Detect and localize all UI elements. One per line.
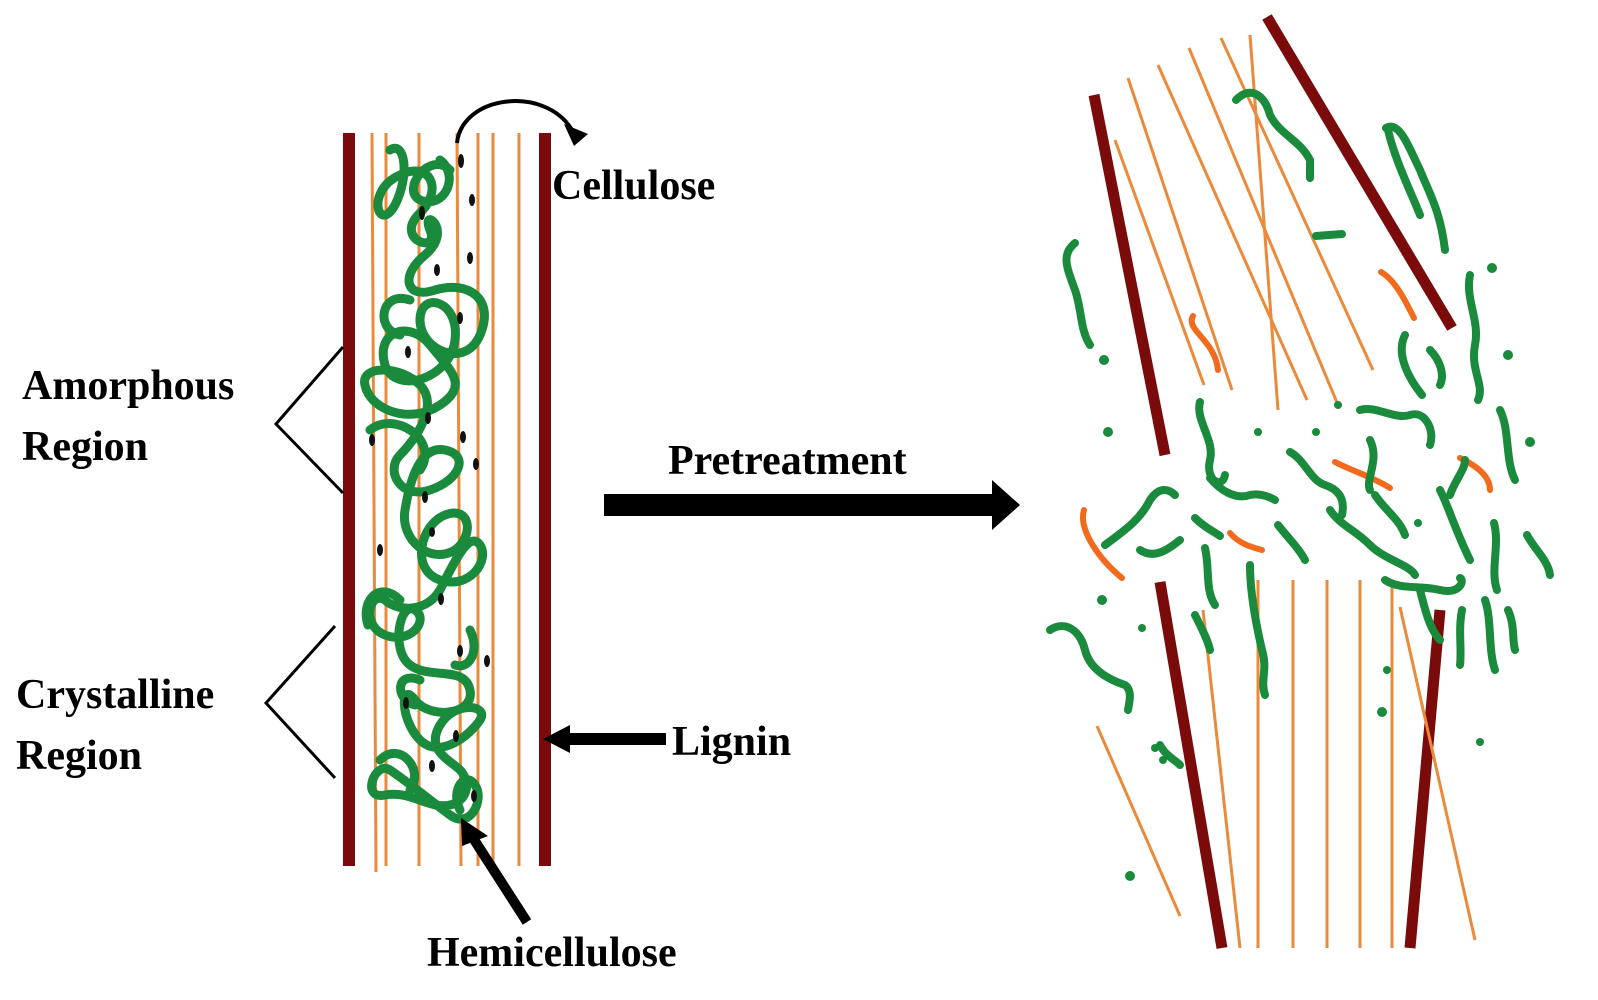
crystalline-region-bracket <box>263 624 337 780</box>
crystalline-region-label-line1: Crystalline <box>16 672 214 718</box>
crystalline-region-label-line2: Region <box>16 733 142 779</box>
cellulose-label: Cellulose <box>552 163 715 209</box>
pretreatment-label: Pretreatment <box>668 438 907 484</box>
cellulose-pointer-arrow <box>455 99 588 146</box>
hemicellulose-tangle <box>360 143 489 824</box>
hemicellulose-pointer-arrow <box>461 818 532 925</box>
hemicellulose-fragments <box>1046 88 1554 769</box>
lignin-pointer-arrow <box>543 725 666 753</box>
lignin-fragments <box>1088 14 1457 949</box>
amorphous-region-label-line2: Region <box>22 424 148 470</box>
lignin-label: Lignin <box>672 719 791 765</box>
hemicellulose-specks <box>1097 263 1535 881</box>
intact-fiber <box>343 132 551 873</box>
pretreated-fiber <box>1046 14 1554 949</box>
amorphous-region-bracket <box>273 346 345 495</box>
hemicellulose-label: Hemicellulose <box>427 930 677 976</box>
amorphous-region-label-line1: Amorphous <box>22 363 234 409</box>
dark-particles <box>369 154 490 802</box>
hemicellulose-tangle-2 <box>361 155 479 795</box>
pretreatment-arrow <box>604 480 1020 530</box>
